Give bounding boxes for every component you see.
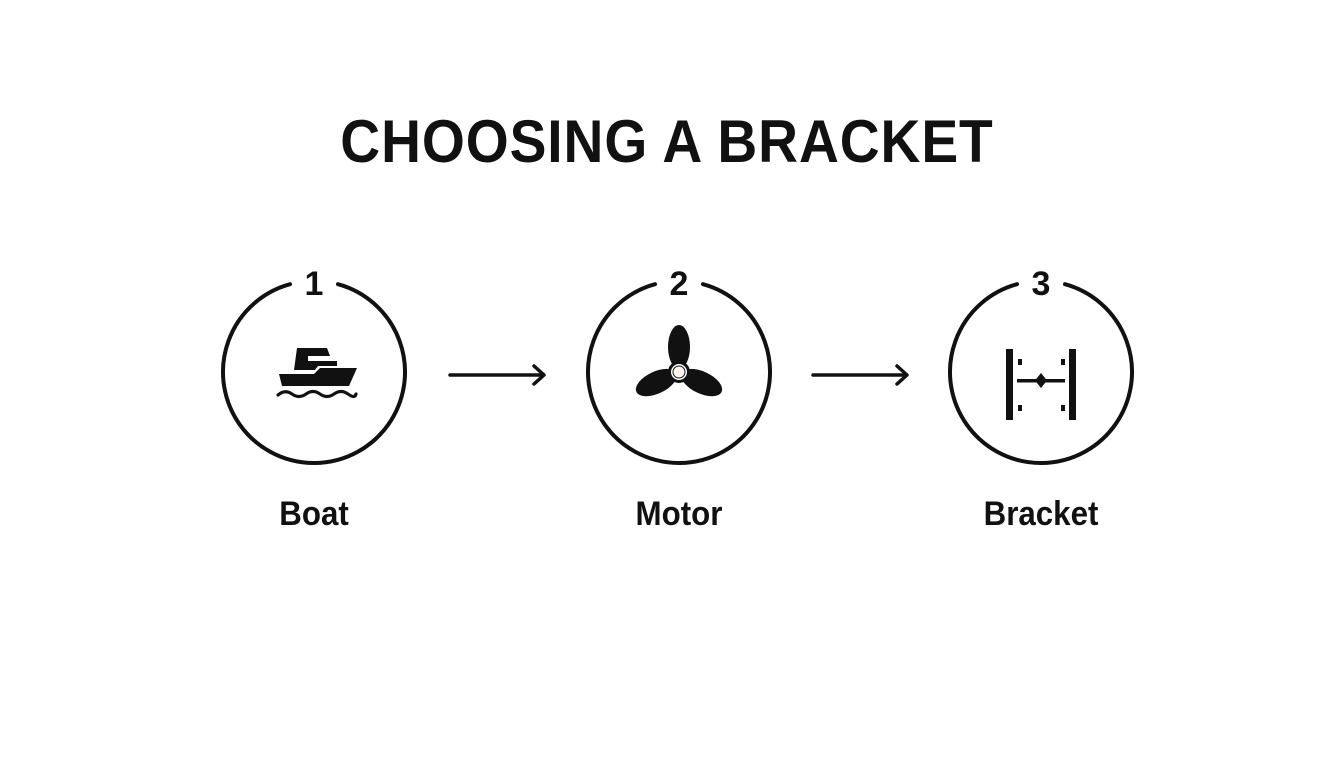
bracket-icon	[1006, 349, 1076, 420]
step-number: 1	[304, 265, 324, 303]
step-boat: 1 Boat	[214, 262, 414, 552]
propeller-icon	[635, 325, 723, 397]
step-label: Boat	[279, 495, 349, 533]
step-bracket: 3 Bracket	[941, 262, 1141, 552]
step-ring	[221, 282, 407, 465]
step-label: Bracket	[983, 495, 1099, 533]
step-motor: 2 Motor	[579, 262, 779, 552]
step-label: Motor	[635, 495, 723, 533]
step-ring	[948, 282, 1134, 465]
step-number: 2	[669, 265, 689, 303]
step-number: 3	[1031, 265, 1051, 303]
arrow-right-icon	[448, 364, 546, 386]
diagram-title: CHOOSING A BRACKET	[340, 108, 994, 175]
boat-icon	[276, 348, 358, 399]
step-ring	[586, 282, 772, 465]
arrow-right-icon	[811, 364, 909, 386]
